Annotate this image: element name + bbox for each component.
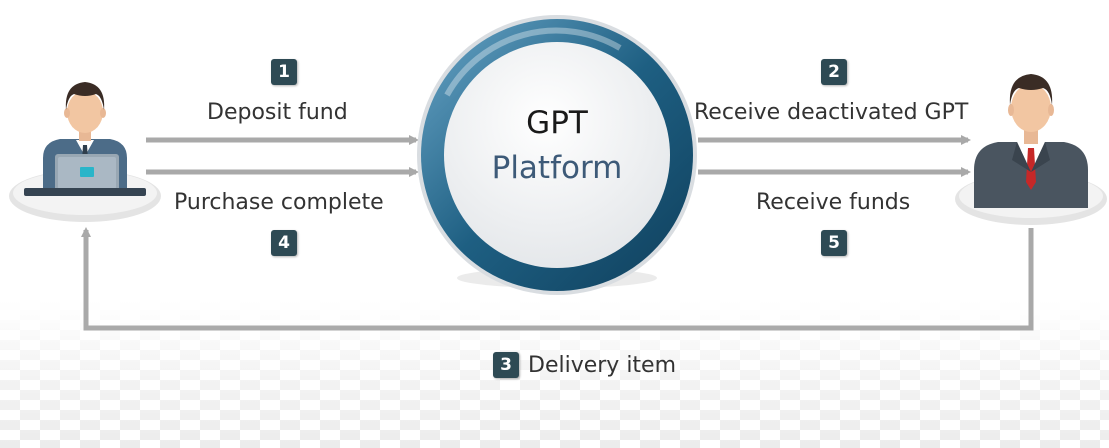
seller-businessman-icon <box>955 74 1107 225</box>
step-label-purchase-complete: Purchase complete <box>174 190 384 215</box>
step-label-delivery-item: Delivery item <box>528 353 677 378</box>
checkered-floor <box>0 300 1109 448</box>
platform-title: GPT <box>526 105 588 141</box>
buyer-with-laptop-icon <box>9 82 161 222</box>
platform-subtitle: Platform <box>491 150 623 186</box>
step-badge-5: 5 <box>821 230 847 256</box>
step-badge-4: 4 <box>271 230 297 256</box>
step-badge-3: 3 <box>493 352 519 378</box>
step-label-receive-funds: Receive funds <box>756 190 911 215</box>
arrow-delivery-item <box>81 227 1034 331</box>
gpt-platform-circle <box>417 15 697 295</box>
step-label-receive-deactivated-gpt: Receive deactivated GPT <box>694 100 969 125</box>
step-label-deposit-fund: Deposit fund <box>207 100 348 125</box>
step-badge-1: 1 <box>271 59 297 85</box>
step-badge-2: 2 <box>821 59 847 85</box>
